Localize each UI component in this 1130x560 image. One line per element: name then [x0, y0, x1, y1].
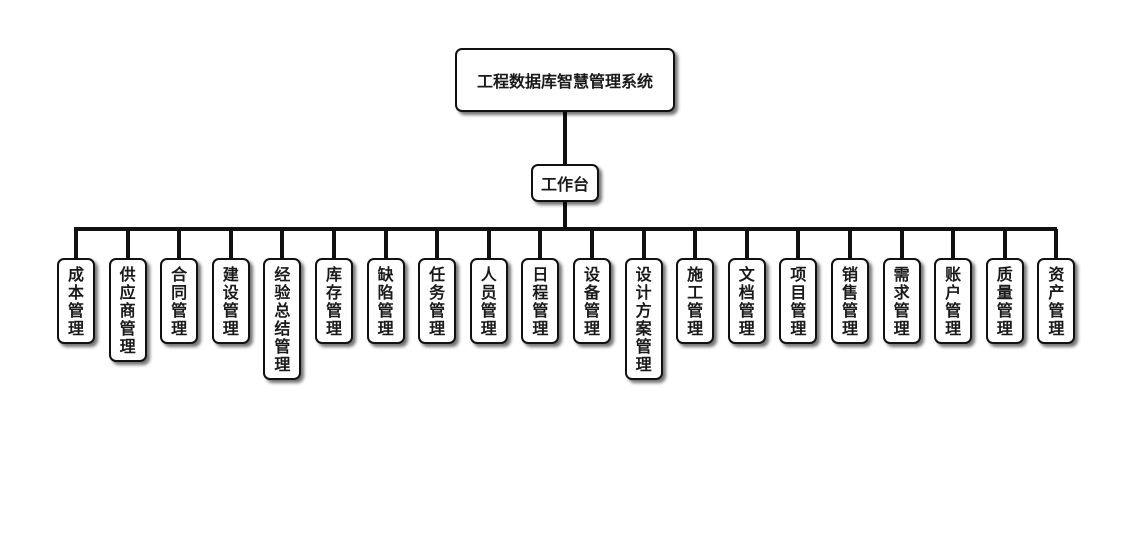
- root-node-label: 工程数据库智慧管理系统: [476, 72, 653, 91]
- module-node: 施工管理: [676, 258, 715, 344]
- module-label: 设计方案管理: [635, 265, 652, 374]
- module-label: 成本管理: [67, 265, 84, 338]
- module-node: 供应商管理: [108, 258, 147, 362]
- hub-node-workbench: 工作台: [531, 164, 599, 202]
- module-connector: [590, 229, 594, 258]
- module-label: 供应商管理: [119, 265, 136, 356]
- module-label: 库存管理: [325, 265, 342, 338]
- module-label: 质量管理: [996, 265, 1013, 338]
- module-node: 项目管理: [779, 258, 818, 344]
- module-connector: [744, 229, 749, 258]
- module-label: 施工管理: [687, 265, 704, 338]
- module-node: 建设管理: [211, 258, 250, 344]
- module-node: 任务管理: [418, 258, 457, 344]
- module-label: 设备管理: [583, 265, 600, 338]
- module-connector: [332, 229, 336, 258]
- root-to-hub-connector: [563, 112, 567, 164]
- hub-node-label: 工作台: [540, 175, 589, 194]
- module-label: 人员管理: [480, 265, 497, 338]
- module-connector: [951, 229, 956, 258]
- module-connector: [693, 229, 698, 258]
- module-node: 需求管理: [882, 258, 921, 344]
- module-connector: [641, 229, 646, 258]
- module-node: 销售管理: [831, 258, 869, 344]
- module-connector: [1054, 229, 1059, 258]
- module-label: 经验总结管理: [274, 265, 291, 374]
- module-label: 日程管理: [532, 265, 549, 338]
- module-connector: [280, 229, 285, 258]
- module-connector: [486, 229, 491, 258]
- module-label: 任务管理: [429, 265, 446, 338]
- module-connector: [796, 229, 801, 258]
- module-connector: [538, 229, 543, 258]
- module-node: 设计方案管理: [624, 258, 663, 380]
- module-label: 资产管理: [1048, 265, 1065, 338]
- module-node: 成本管理: [57, 258, 95, 344]
- module-label: 项目管理: [790, 265, 807, 338]
- module-label: 账户管理: [945, 265, 962, 338]
- module-connector: [899, 229, 904, 258]
- module-connector: [383, 229, 388, 258]
- module-connector: [228, 229, 233, 258]
- module-label: 合同管理: [171, 265, 188, 338]
- module-connector: [125, 229, 130, 258]
- module-node: 合同管理: [160, 258, 199, 344]
- horizontal-bus-line: [74, 227, 1057, 231]
- hub-to-bus-connector: [563, 202, 567, 229]
- module-label: 需求管理: [893, 265, 910, 338]
- module-connector: [74, 229, 78, 258]
- module-connector: [177, 229, 182, 258]
- module-connector: [848, 229, 852, 258]
- module-node: 文档管理: [727, 258, 766, 344]
- module-label: 销售管理: [841, 265, 858, 338]
- module-node: 设备管理: [573, 258, 611, 344]
- module-connector: [1002, 229, 1007, 258]
- module-label: 缺陷管理: [377, 265, 394, 338]
- module-label: 建设管理: [222, 265, 239, 338]
- root-node: 工程数据库智慧管理系统: [455, 48, 675, 112]
- module-node: 缺陷管理: [366, 258, 405, 344]
- module-node: 质量管理: [985, 258, 1024, 344]
- module-node: 账户管理: [934, 258, 973, 344]
- module-connector: [435, 229, 440, 258]
- module-node: 经验总结管理: [263, 258, 302, 380]
- module-label: 文档管理: [738, 265, 755, 338]
- module-node: 日程管理: [521, 258, 560, 344]
- module-node: 库存管理: [315, 258, 353, 344]
- module-node: 人员管理: [469, 258, 508, 344]
- module-node: 资产管理: [1037, 258, 1076, 344]
